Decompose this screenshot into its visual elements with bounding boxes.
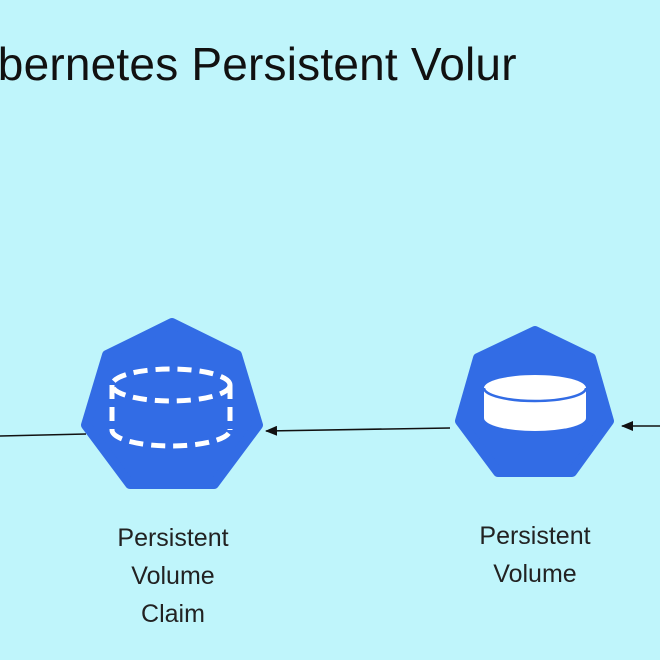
solid-cylinder-icon bbox=[482, 375, 588, 431]
arrow-pv-to-pvc bbox=[265, 425, 451, 436]
connector-left-to-pvc bbox=[0, 433, 87, 437]
label-line: Volume bbox=[493, 560, 577, 588]
label-line: Persistent bbox=[117, 524, 229, 552]
label-line: Claim bbox=[141, 600, 205, 628]
label-line: Volume bbox=[131, 562, 215, 590]
persistent-volume-claim-label: Persistent Volume Claim bbox=[78, 519, 268, 633]
dashed-cylinder-icon bbox=[109, 366, 233, 449]
persistent-volume-node[interactable] bbox=[455, 326, 614, 477]
persistent-volume-claim-icon bbox=[81, 318, 263, 489]
persistent-volume-claim-node[interactable] bbox=[81, 318, 263, 489]
diagram-title: ubernetes Persistent Volur bbox=[0, 38, 517, 90]
label-line: Persistent bbox=[479, 522, 591, 550]
persistent-volume-label: Persistent Volume bbox=[440, 517, 630, 593]
